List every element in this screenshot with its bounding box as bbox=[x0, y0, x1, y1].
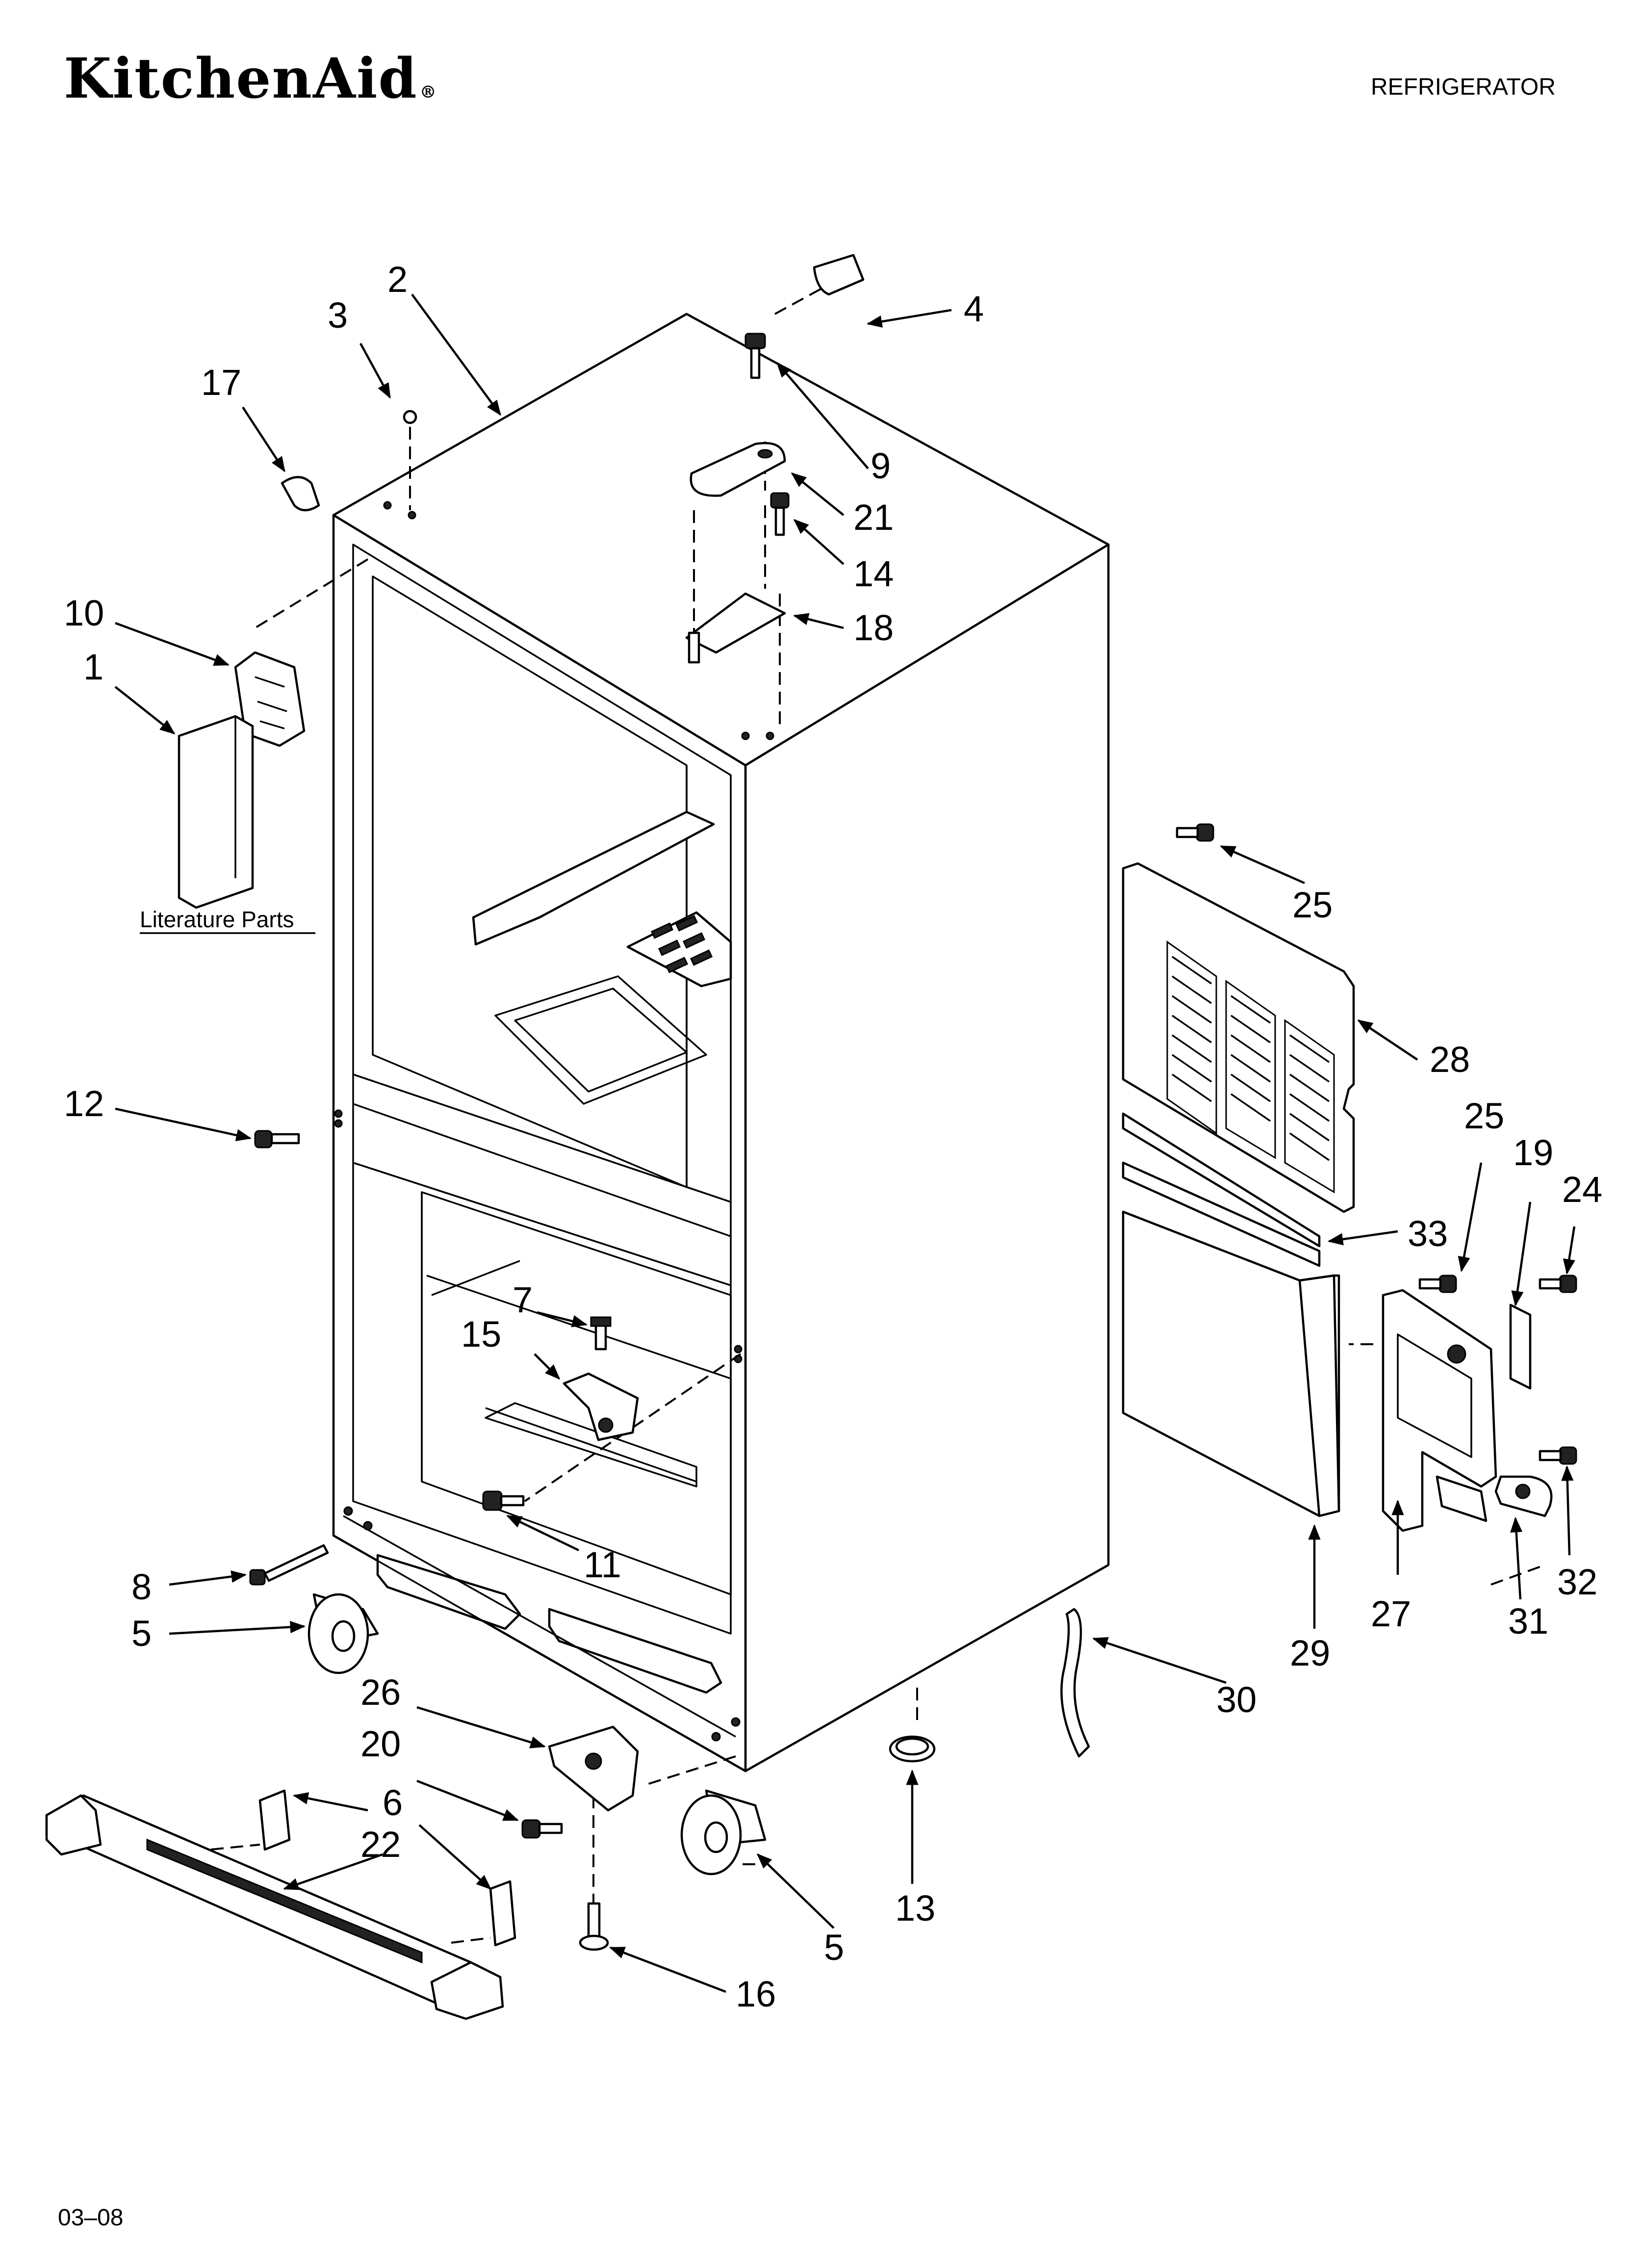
part-19-bracket bbox=[1509, 1303, 1532, 1390]
refrigerator-cabinet bbox=[332, 313, 1110, 1773]
part-8-bolt bbox=[249, 1544, 329, 1586]
part-18-hinge bbox=[685, 592, 786, 664]
callout-8: 8 bbox=[131, 1566, 152, 1607]
callout-20: 20 bbox=[360, 1723, 401, 1764]
callout-30: 30 bbox=[1216, 1679, 1257, 1720]
callout-5-right: 5 bbox=[824, 1927, 844, 1968]
part-25-screw-lower bbox=[1418, 1275, 1457, 1293]
literature-parts-label: Literature Parts bbox=[140, 907, 294, 932]
callout-22: 22 bbox=[360, 1824, 401, 1865]
callout-31: 31 bbox=[1508, 1601, 1548, 1642]
callout-15: 15 bbox=[461, 1314, 501, 1355]
callout-28: 28 bbox=[1430, 1039, 1470, 1080]
callout-labels: 1 2 3 4 5 5 6 7 8 9 10 11 12 13 14 15 16… bbox=[64, 259, 1602, 2014]
part-29-panel bbox=[1122, 1210, 1340, 1517]
part-5-caster-left bbox=[308, 1593, 379, 1674]
part-11-screw bbox=[482, 1490, 525, 1511]
callout-26: 26 bbox=[360, 1672, 401, 1713]
callout-5-left: 5 bbox=[131, 1613, 152, 1654]
registered-mark: ® bbox=[419, 82, 437, 102]
part-30-drain-tube bbox=[1060, 1608, 1090, 1758]
part-9-screw bbox=[744, 333, 766, 379]
part-20-screw bbox=[521, 1819, 563, 1839]
part-3-screw bbox=[403, 410, 417, 424]
part-6-clip bbox=[258, 1789, 516, 1947]
part-27-electrical-bracket bbox=[1382, 1289, 1497, 1532]
part-15-bracket bbox=[563, 1372, 639, 1441]
callout-2: 2 bbox=[387, 259, 408, 300]
callout-11: 11 bbox=[584, 1544, 621, 1585]
part-28-rear-grille bbox=[1122, 862, 1355, 1213]
page-title: REFRIGERATOR bbox=[1371, 74, 1556, 100]
leader-arrows bbox=[114, 293, 1576, 1993]
part-32-screw bbox=[1539, 1446, 1577, 1465]
callout-12: 12 bbox=[64, 1083, 104, 1124]
part-1-literature bbox=[178, 715, 254, 909]
callout-27: 27 bbox=[1371, 1593, 1411, 1634]
callout-32: 32 bbox=[1557, 1562, 1597, 1602]
part-13-plug bbox=[889, 1735, 936, 1763]
callout-24: 24 bbox=[1562, 1169, 1602, 1210]
callout-14: 14 bbox=[853, 553, 894, 594]
part-4-label bbox=[813, 254, 865, 296]
brand-name: KitchenAid bbox=[64, 47, 418, 111]
part-5-caster-right bbox=[680, 1789, 767, 1876]
callout-29: 29 bbox=[1290, 1633, 1330, 1673]
part-7-screw bbox=[590, 1316, 612, 1351]
callout-16: 16 bbox=[736, 1974, 776, 2014]
part-26-leveler-bracket bbox=[548, 1725, 639, 1812]
part-25-screw-top bbox=[1176, 823, 1214, 842]
callout-21: 21 bbox=[853, 497, 894, 538]
part-12-screw bbox=[254, 1130, 300, 1148]
callout-25-lower: 25 bbox=[1464, 1095, 1504, 1136]
callout-6: 6 bbox=[383, 1782, 403, 1823]
part-33-strip bbox=[1122, 1112, 1321, 1267]
callout-1: 1 bbox=[83, 647, 103, 687]
part-17-clip bbox=[281, 476, 320, 512]
part-14-screw bbox=[770, 492, 790, 536]
callout-18: 18 bbox=[853, 607, 894, 648]
part-21-hinge-cover bbox=[690, 442, 786, 497]
part-16-leveler bbox=[579, 1902, 609, 1951]
part-24-screw bbox=[1539, 1275, 1577, 1293]
callout-13: 13 bbox=[895, 1888, 935, 1929]
callout-7: 7 bbox=[513, 1279, 533, 1320]
callout-19: 19 bbox=[1513, 1132, 1553, 1173]
brand-logo: KitchenAid® bbox=[64, 52, 437, 106]
callout-25-top: 25 bbox=[1292, 885, 1333, 925]
callout-10: 10 bbox=[64, 593, 104, 633]
callout-33: 33 bbox=[1408, 1213, 1448, 1254]
callout-9: 9 bbox=[871, 445, 891, 486]
callout-17: 17 bbox=[201, 362, 241, 403]
callout-3: 3 bbox=[328, 295, 348, 336]
part-31-clamp bbox=[1494, 1475, 1553, 1517]
part-22-base-grille bbox=[45, 1794, 504, 2020]
date-code: 03–08 bbox=[58, 2205, 124, 2231]
callout-4: 4 bbox=[964, 288, 984, 329]
